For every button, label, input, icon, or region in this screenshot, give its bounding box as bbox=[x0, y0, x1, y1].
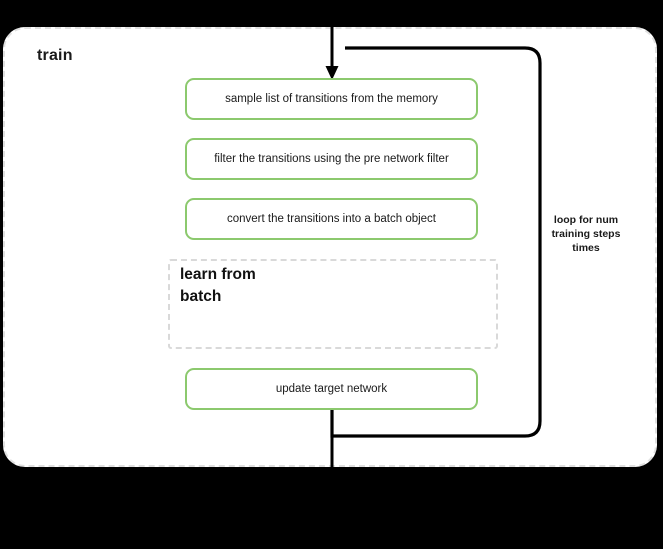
node-sample-transitions-label: sample list of transitions from the memo… bbox=[225, 92, 438, 105]
learn-from-batch-title-line2: batch bbox=[180, 288, 222, 305]
learn-from-batch-title: learn from batch bbox=[180, 264, 300, 308]
node-update-target-network[interactable]: update target network bbox=[185, 368, 478, 410]
train-subgraph-title: train bbox=[37, 47, 73, 64]
node-sample-transitions[interactable]: sample list of transitions from the memo… bbox=[185, 78, 478, 120]
node-convert-transitions[interactable]: convert the transitions into a batch obj… bbox=[185, 198, 478, 240]
learn-from-batch-subgraph bbox=[168, 259, 498, 349]
node-filter-transitions-label: filter the transitions using the pre net… bbox=[214, 152, 449, 165]
node-update-target-network-label: update target network bbox=[275, 382, 388, 395]
loop-label-line2: training steps bbox=[551, 227, 621, 240]
node-convert-transitions-label: convert the transitions into a batch obj… bbox=[226, 212, 437, 225]
learn-from-batch-title-line1: learn from bbox=[180, 266, 256, 283]
node-filter-transitions[interactable]: filter the transitions using the pre net… bbox=[185, 138, 478, 180]
loop-label-line3: times bbox=[572, 241, 600, 254]
loop-label-line1: loop for num bbox=[553, 214, 619, 226]
